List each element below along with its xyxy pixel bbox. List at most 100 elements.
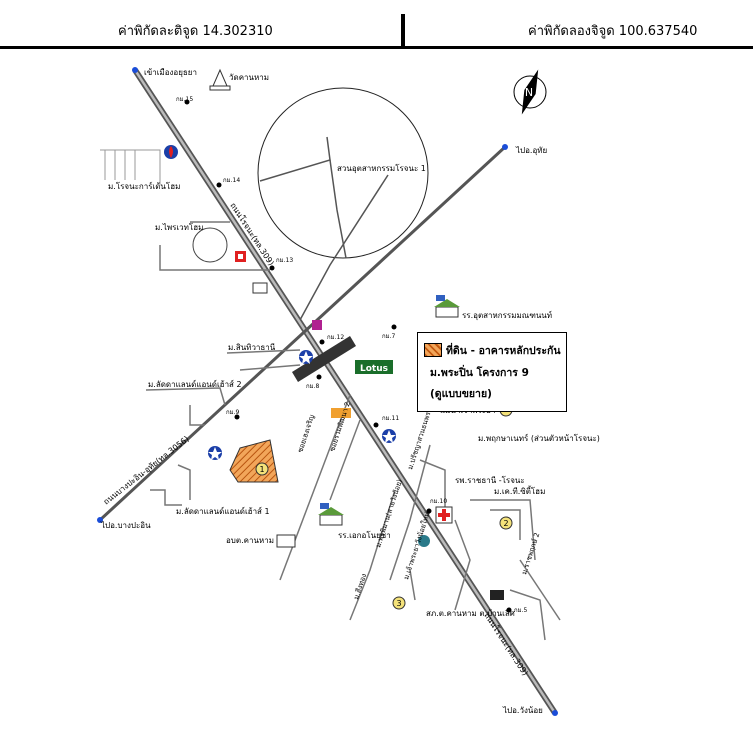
rojana-home-label: ม.โรจนะการ์เด้นโฮม [108, 181, 180, 191]
km12-dot [319, 339, 325, 345]
km10-label: กม.10 [430, 498, 447, 505]
fuel-station-icon-2 [208, 446, 222, 460]
km11-dot [373, 422, 379, 428]
private-home-label: ม.ไพรเวทโฮม [155, 222, 203, 232]
km14-dot [216, 182, 222, 188]
marker-2-label: 2 [503, 519, 508, 528]
police-label: สภ.ต.คานหาม ต.บ้านเลิศ [426, 609, 515, 618]
km14-label: กม.14 [223, 177, 240, 184]
roundabout [192, 227, 228, 263]
shop-icon-window [238, 254, 243, 259]
to-uthai-label: ไปอ.อุทัย [515, 146, 547, 155]
compass-letter: N [525, 86, 533, 99]
legend-swatch [424, 343, 442, 357]
wat-label: วัดคานหาม [229, 73, 269, 82]
ayutthaya-endpoint [132, 67, 138, 73]
soi-road-7 [470, 499, 536, 561]
km8-dot [316, 374, 322, 380]
km13-label: กม.13 [276, 257, 293, 264]
ladda-1-label: ม.ลัดดาแลนด์แอนด์เฮ้าส์ 1 [176, 506, 270, 516]
km8-label: กม.8 [306, 383, 319, 390]
hospital-label: รพ.ราชธานี -โรจนะ [455, 475, 525, 485]
km15-dot [184, 99, 190, 105]
km7-label: กม.7 [382, 333, 395, 340]
wangnoi-endpoint [552, 710, 558, 716]
fuel-station-icon-3 [382, 429, 396, 443]
temple-icon [209, 68, 231, 91]
legend-line-1: ที่ดิน - อาคารหลักประกัน [446, 345, 561, 357]
soi-road-4 [349, 489, 396, 621]
to-ayutthaya-label: เข้าเมืองอยุธยา [144, 68, 197, 77]
km5-label: กม.5 [514, 607, 527, 614]
fuel-station-icon [299, 350, 313, 364]
uthai-endpoint [502, 144, 508, 150]
longitude-label: ค่าพิกัดลองจิจูด 100.637540 [528, 24, 698, 39]
km13-dot [269, 265, 275, 271]
park-internal-road-3 [299, 174, 389, 321]
marker-2 [499, 516, 513, 530]
school-icon-2 [318, 503, 344, 526]
soi-road-6 [454, 519, 471, 611]
minor-road-e [145, 387, 226, 406]
soi-road-5 [419, 459, 446, 520]
soi-road-11 [409, 569, 416, 601]
rojana-school-label: รร.อุตสาหกรรมมณฑนนท์ [462, 310, 552, 320]
km10-dot [426, 508, 432, 514]
marker-3-label: 3 [396, 599, 401, 608]
soi-road-10 [509, 589, 546, 641]
kt-city-label: ม.เค.ที.ซิตี้โฮม [494, 485, 545, 496]
road-3056-label: ถนนบางปะอิน-อุทัย(ทล.3056) [102, 434, 191, 506]
header-divider [401, 14, 405, 46]
park-internal-road [259, 136, 331, 182]
soi-road-1 [279, 394, 351, 581]
km11-label: กม.11 [382, 415, 399, 422]
minor-road-h [177, 464, 191, 500]
soi-label-f: ม.ราชพฤกษ์ 2 [520, 532, 541, 576]
minor-road-f [189, 405, 205, 426]
park-label: สวนอุตสาหกรรมโรจนะ 1 [337, 163, 426, 173]
orange-sign-icon [331, 408, 351, 418]
subject-property [229, 439, 279, 483]
bangpain-endpoint [97, 517, 103, 523]
school-2-label: รร.เอกอโนยชา [338, 530, 391, 540]
soi-label-pm: ซอยเฮงเจริญ [296, 414, 316, 454]
legend-line-2: ม.พระปิ่น โครงการ 9 [430, 367, 529, 379]
dealer-icon [252, 282, 268, 294]
ladda-2-label: ม.ลัดดาแลนด์แอนด์เฮ้าส์ 2 [148, 379, 242, 389]
amphoe-label: อบต.คานหาม [226, 536, 274, 545]
marker-1 [255, 462, 269, 476]
marker-3 [392, 596, 406, 610]
minor-road-c [226, 349, 301, 354]
lotus-store-icon: Lotus [355, 360, 393, 374]
to-wangnoi-label: ไปอ.วังน้อย [502, 706, 543, 715]
to-bangpain-label: ไปอ.บางปะอิน [100, 521, 151, 530]
road-3056 [98, 145, 507, 522]
lotus-label: Lotus [360, 364, 388, 374]
utility-icon [418, 535, 430, 547]
legend-box: ที่ดิน - อาคารหลักประกัน ม.พระปิ่น โครงก… [417, 332, 567, 412]
latitude-label: ค่าพิกัดละติจูด 14.302310 [118, 24, 273, 39]
highway-309-lower-label: ถนนโรจนะ(ทล.309) [482, 611, 530, 678]
soi-road-8 [490, 509, 521, 540]
office-icon [276, 534, 296, 548]
soi-road-3 [389, 444, 431, 581]
soi-label-c: ม.สีงทอง [352, 573, 368, 601]
coordinate-header: ค่าพิกัดละติจูด 14.302310 ค่าพิกัดลองจิจ… [0, 0, 753, 49]
km5-dot [506, 607, 512, 613]
highway-309-center [133, 69, 557, 714]
village-sinthiwa-label: ม.สินทิวาธานี [228, 343, 276, 352]
km12-label: กม.12 [327, 334, 344, 341]
minor-road-a [159, 245, 270, 271]
legend-line-3: (ดูแบบขยาย) [430, 388, 492, 400]
park-internal-road-2 [329, 159, 347, 259]
km9-label: กม.9 [226, 409, 239, 416]
village-grid [100, 149, 161, 185]
police-icon [490, 590, 504, 600]
overpass [292, 336, 356, 382]
compass-icon: N [513, 69, 547, 115]
km7-dot [391, 324, 397, 330]
km9-dot [234, 414, 240, 420]
pracha-village-label: ม.พฤกษาเนทร์ (ส่วนตัวหน้าโรจนะ) [478, 433, 600, 443]
hospital-icon [435, 506, 453, 524]
